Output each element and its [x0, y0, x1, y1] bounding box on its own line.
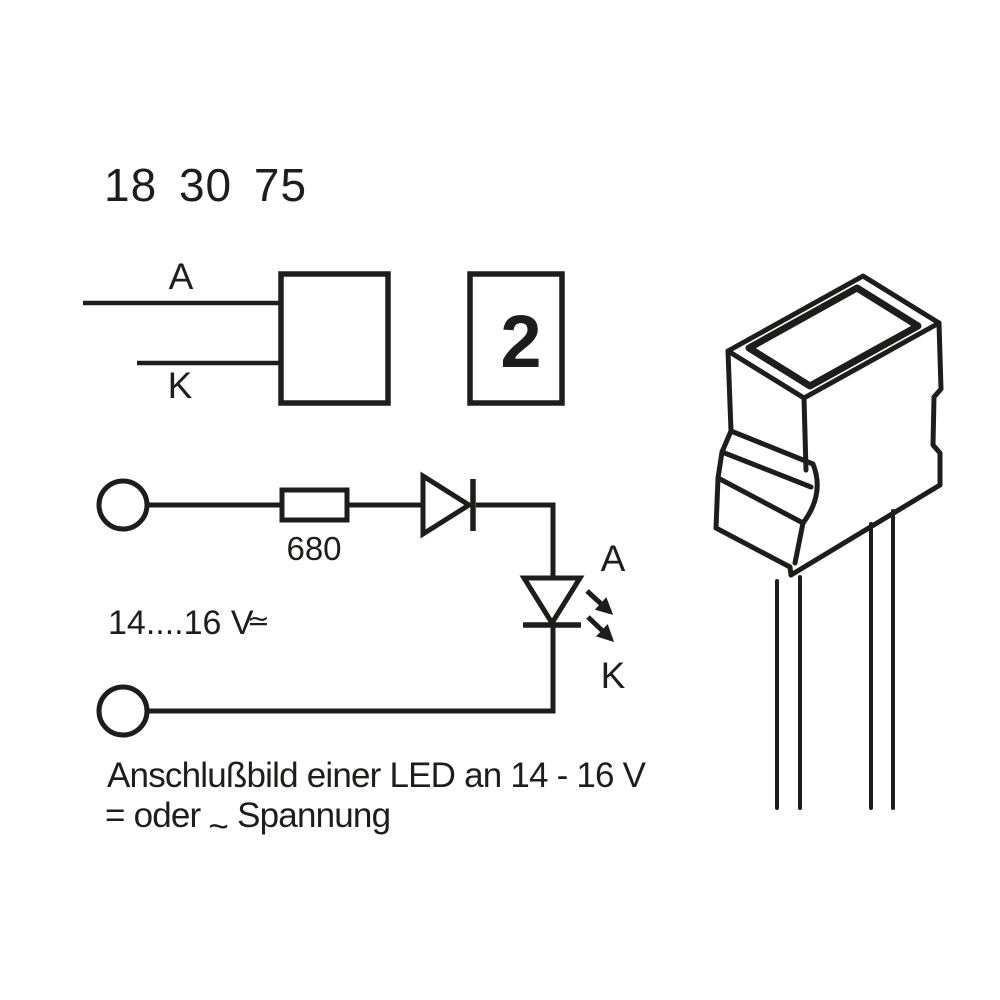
- pinout-body: [278, 271, 391, 406]
- caption-line1: Anschlußbild einer LED an 14 - 16 V: [107, 756, 647, 795]
- caption-line2: = oder~Spannung: [105, 796, 390, 846]
- caption-line2-prefix: = oder: [105, 796, 202, 835]
- supply-terminal-top: [96, 478, 150, 532]
- module-right-edge: [930, 320, 944, 488]
- diode-symbol: [420, 471, 474, 539]
- led-symbol: [519, 575, 585, 628]
- module-bottom-edge: [788, 482, 943, 578]
- clip-left-silhouette: [713, 428, 734, 531]
- clip-bottom-edge: [713, 525, 794, 578]
- voltage-label: 14....16 V: [108, 604, 254, 642]
- led-cathode-label: K: [601, 655, 626, 696]
- ac-dc-symbol-icon: ≃: [247, 606, 270, 637]
- figure-number: 2: [500, 300, 541, 383]
- wire-diode-to-led: [476, 502, 556, 578]
- resistor-value: 680: [286, 530, 341, 567]
- led-module-drawing: [713, 273, 944, 810]
- supply-terminal-bottom: [96, 684, 150, 738]
- figure-number-box: 2: [467, 271, 565, 406]
- caption-low-tilde: ~: [208, 807, 228, 846]
- clip-top-edge: [728, 428, 820, 526]
- led-anode-label: A: [601, 538, 626, 579]
- module-lens-frame: [745, 284, 922, 390]
- light-emission-arrow-1: [585, 589, 614, 615]
- clip-nose-edge: [792, 520, 806, 566]
- pinout-cathode-label: K: [168, 365, 193, 406]
- pinout-anode-label: A: [169, 256, 194, 297]
- wiring-schematic: 680 A K 14....16 V ≃: [96, 471, 626, 738]
- module-top-face: [725, 273, 942, 401]
- module-lead-wires: [775, 509, 895, 810]
- wire-led-to-terminal: [147, 625, 556, 714]
- caption-line2-suffix: Spannung: [237, 796, 390, 835]
- module-front-edge: [801, 395, 809, 473]
- part-number: 18 30 75: [104, 159, 307, 211]
- resistor-symbol: [279, 487, 350, 523]
- led-pinout-symbol: A K: [83, 256, 391, 406]
- clip-ridge-lower: [715, 475, 806, 526]
- figure-number-frame: [467, 271, 565, 406]
- module-left-edge: [725, 348, 734, 434]
- light-emission-arrow-2: [586, 615, 615, 642]
- module-mounting-clip: [713, 428, 820, 578]
- caption: Anschlußbild einer LED an 14 - 16 V = od…: [105, 756, 647, 846]
- clip-ridge-upper: [719, 449, 814, 490]
